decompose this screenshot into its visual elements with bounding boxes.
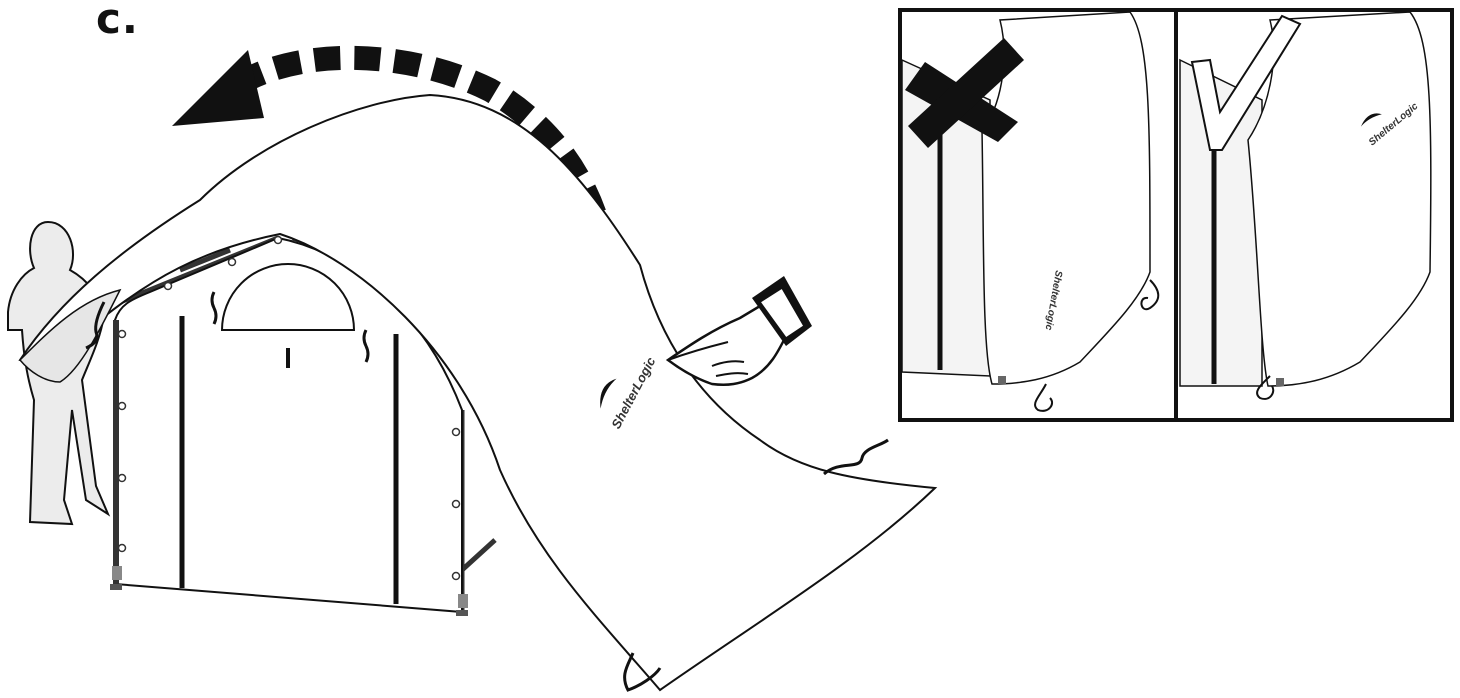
inset-comparison: ShelterLogic ShelterLogic <box>900 10 1452 420</box>
step-label: c. <box>96 0 139 43</box>
pointing-hand-icon <box>668 276 812 385</box>
